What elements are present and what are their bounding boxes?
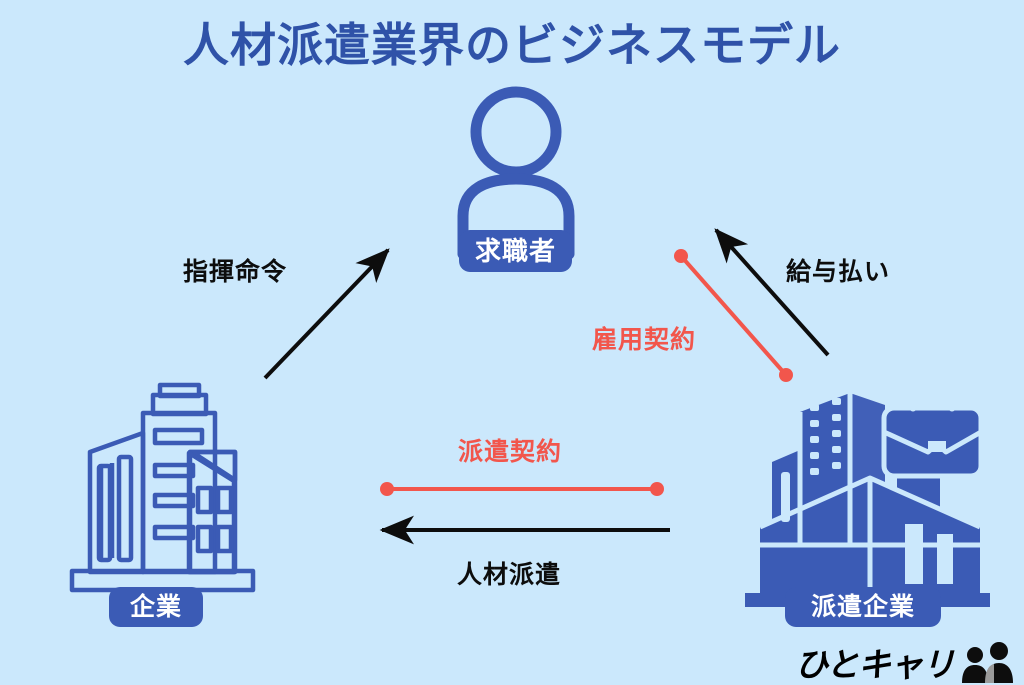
brand-logo: ひとキャリ [795, 645, 955, 685]
flow-label-staffing: 人材派遣 [457, 561, 562, 589]
brand-logo-text: ひとキャリ [795, 646, 955, 683]
page-title: 人材派遣業界のビジネスモデル [183, 19, 841, 71]
two-people-icon [962, 642, 1013, 683]
office-building-outline-icon [69, 382, 256, 593]
flow-line-dispatch-contract [380, 482, 664, 496]
node-label-company[interactable]: 企業 [109, 587, 203, 627]
flow-line-employment [674, 249, 793, 382]
flow-label-employment: 雇用契約 [592, 326, 697, 354]
flow-line-command [263, 248, 390, 380]
briefcase-icon [881, 388, 984, 479]
building-outline-highlights [758, 393, 982, 596]
node-label-jobseeker[interactable]: 求職者 [459, 230, 572, 272]
flow-label-salary: 給与払い [786, 258, 891, 286]
person-outline-icon [457, 86, 575, 260]
node-label-agency[interactable]: 派遣企業 [785, 587, 941, 627]
flow-label-dispatch-contract: 派遣契約 [458, 438, 563, 466]
flow-line-salary [714, 228, 830, 357]
flow-label-command: 指揮命令 [183, 258, 288, 286]
